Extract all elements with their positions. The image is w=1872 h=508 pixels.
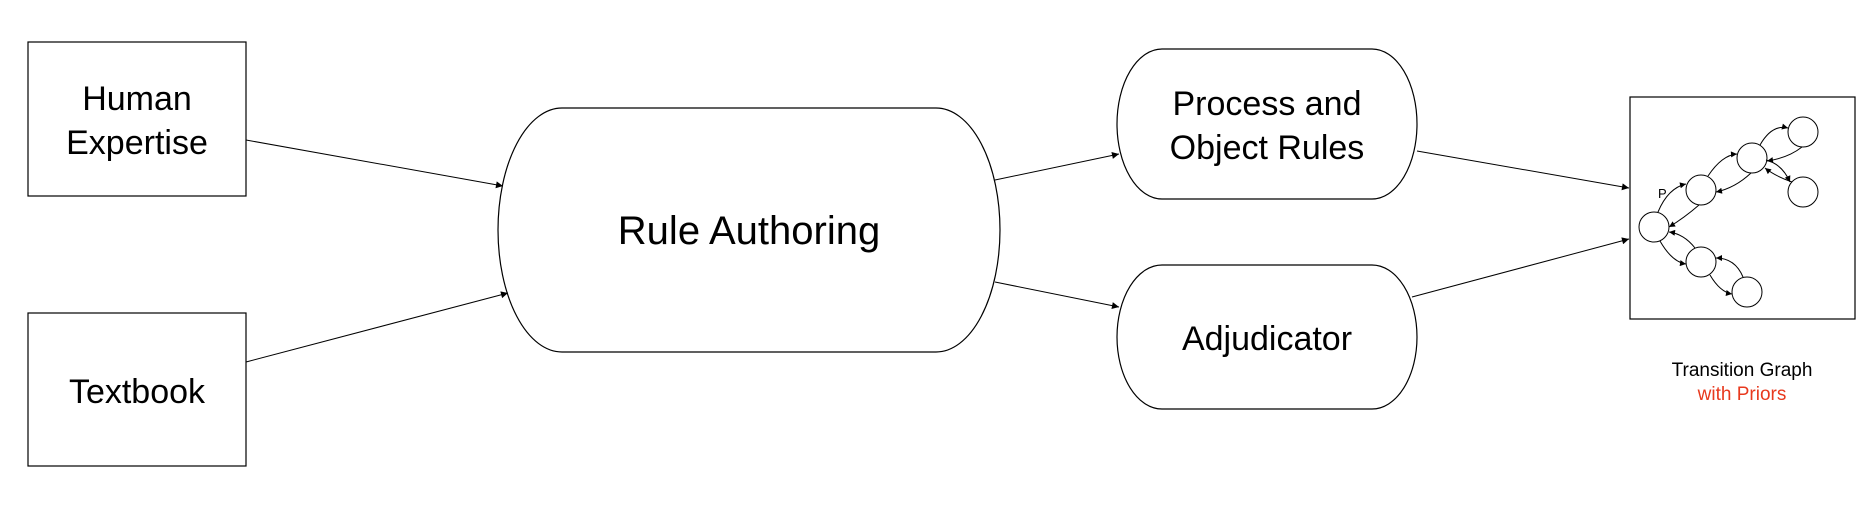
- transition-graph-caption-accent: with Priors: [1697, 384, 1787, 405]
- adjudicator-label: Adjudicator: [1182, 320, 1352, 358]
- process-rules-node: Process and Object Rules: [1116, 48, 1418, 200]
- state-node: [1787, 116, 1819, 148]
- state-node: [1731, 276, 1763, 308]
- state-marker: P: [1658, 186, 1667, 201]
- state-node: [1736, 142, 1768, 174]
- arrow-human-to-authoring: [245, 139, 504, 189]
- arrow-textbook-to-authoring: [245, 291, 509, 363]
- transition-graph-caption: Transition Graph: [1672, 360, 1813, 381]
- process-rules-label-line1: Process and: [1173, 85, 1362, 123]
- textbook-label: Textbook: [69, 373, 206, 411]
- connectors: [245, 139, 1630, 363]
- state-graph-edges: [1657, 123, 1803, 296]
- process-rules-label-line2: Object Rules: [1170, 129, 1365, 167]
- human-expertise-node: Human Expertise: [27, 41, 247, 197]
- human-expertise-label-line2: Expertise: [66, 124, 208, 162]
- state-node: [1638, 211, 1670, 243]
- rule-authoring-label: Rule Authoring: [618, 209, 880, 253]
- arrow-adjudicator-to-graph: [1411, 237, 1630, 298]
- state-node: [1787, 176, 1819, 208]
- transition-graph-node: P: [1629, 96, 1856, 320]
- rule-authoring-node: Rule Authoring: [497, 107, 1001, 353]
- arrow-process-to-graph: [1416, 150, 1630, 191]
- human-expertise-label-line1: Human: [82, 80, 192, 118]
- state-node: [1685, 174, 1717, 206]
- arrow-authoring-to-process: [994, 152, 1120, 181]
- textbook-node: Textbook: [27, 312, 247, 467]
- state-node: [1685, 246, 1717, 278]
- adjudicator-node: Adjudicator: [1116, 264, 1418, 410]
- arrow-authoring-to-adjudicator: [994, 281, 1120, 310]
